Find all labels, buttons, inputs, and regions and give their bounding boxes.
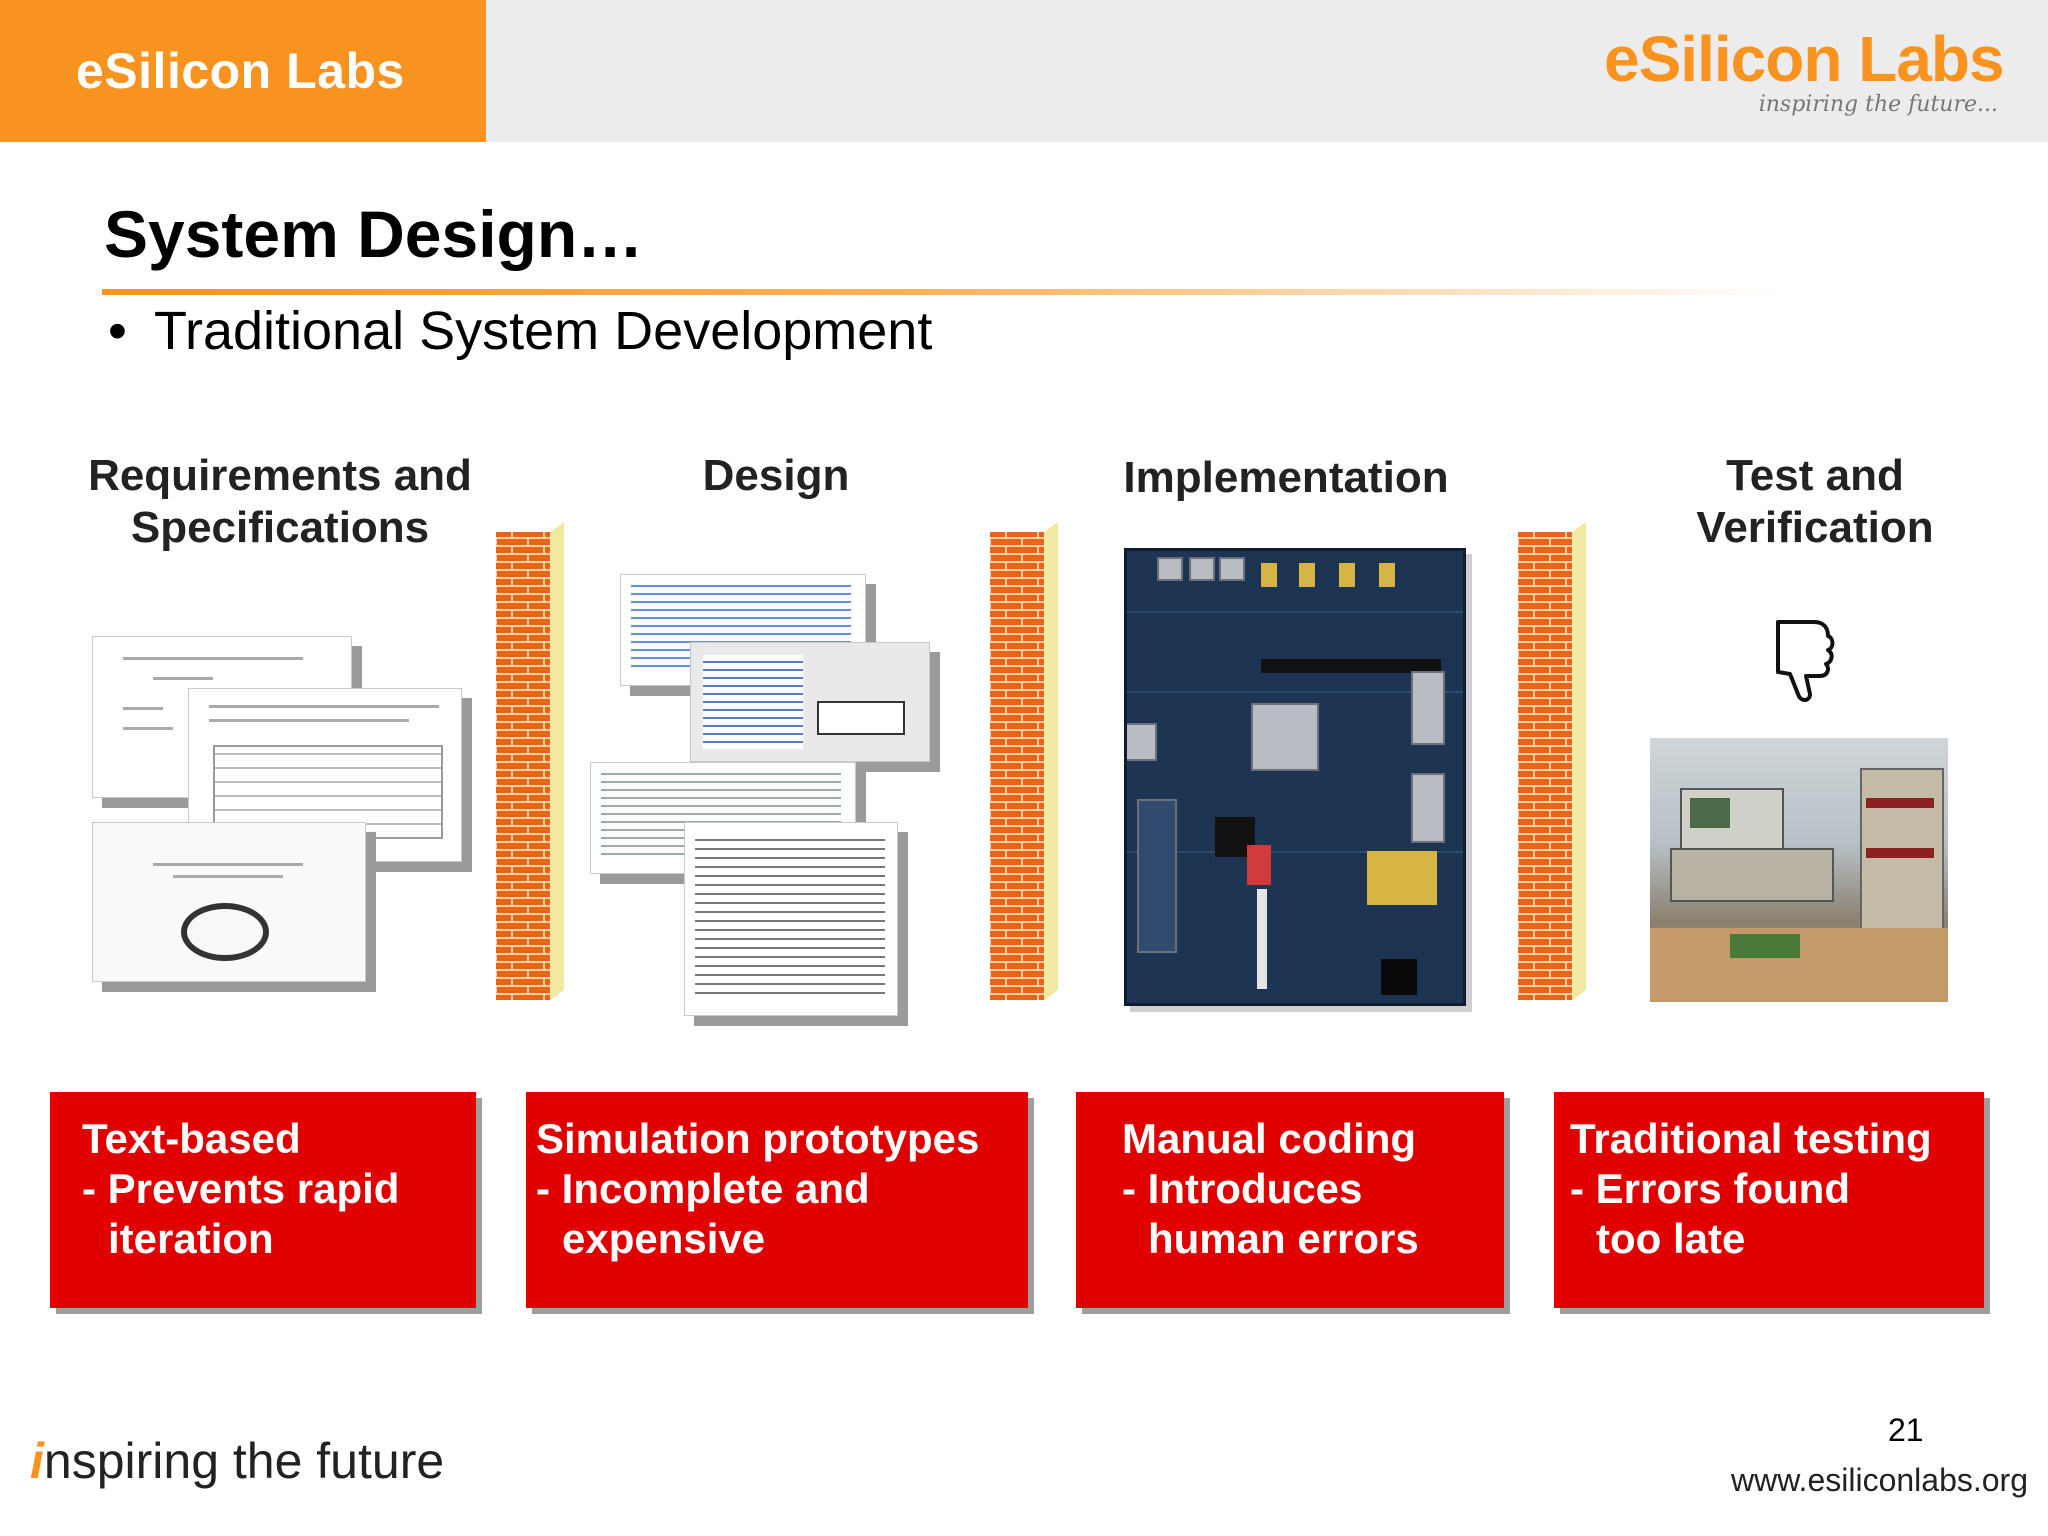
issue-box-text-based: Text-based - Prevents rapid iteration [50,1092,476,1308]
column-heading-test: Test and Verification [1650,450,1980,554]
logo-tagline: inspiring the future... [1758,92,1998,117]
heading-line: Specifications [130,503,430,552]
box-line: too late [1596,1215,1746,1262]
brand-tab: eSilicon Labs [0,0,486,142]
box-title: Simulation prototypes [536,1115,980,1162]
slide-title: System Design… [104,197,644,271]
brick-wall-icon [990,522,1058,1000]
box-line: - Prevents rapid [82,1165,400,1212]
box-title: Text-based [82,1115,301,1162]
bullet-text: Traditional System Development [154,301,933,361]
brick-wall-icon [496,522,564,1000]
box-line: human errors [1148,1215,1419,1262]
heading-line: Implementation [1123,453,1449,502]
box-line: - Introduces [1122,1165,1363,1212]
issue-box-simulation: Simulation prototypes - Incomplete and e… [526,1092,1028,1308]
footer-logo-i: i [30,1433,44,1489]
column-heading-requirements: Requirements and Specifications [60,450,500,554]
box-line: expensive [562,1215,766,1262]
brick-wall-icon [1518,522,1586,1000]
box-line: iteration [108,1215,274,1262]
footer-logo: inspiring the future [30,1432,444,1490]
title-underline [102,289,1782,295]
box-title: Traditional testing [1570,1115,1932,1162]
heading-line: Requirements and [88,451,472,500]
column-heading-design: Design [600,450,952,502]
page-number: 21 [1888,1412,1924,1448]
logo-wordmark: eSilicon Labs [1604,23,2005,95]
issue-box-traditional-testing: Traditional testing - Errors found too l… [1554,1092,1984,1308]
thumbs-down-icon [1768,614,1840,723]
lab-photo-image [1650,738,1948,1002]
company-logo: eSilicon Labs inspiring the future... [1604,22,2005,132]
pcb-board-image [1124,548,1466,1006]
issue-box-manual-coding: Manual coding - Introduces human errors [1076,1092,1504,1308]
footer-logo-text: nspiring the future [43,1433,445,1489]
heading-line: Test and [1726,451,1904,500]
box-line: - Errors found [1570,1165,1850,1212]
column-heading-implementation: Implementation [1080,452,1492,504]
heading-line: Verification [1696,503,1934,552]
box-line: - Incomplete and [536,1165,870,1212]
bullet-item: • Traditional System Development [108,300,932,362]
website-url: www.esiliconlabs.org [1730,1462,2028,1498]
heading-line: Design [702,451,850,500]
brand-tab-label: eSilicon Labs [76,43,405,99]
bullet-dot: • [108,301,127,361]
box-title: Manual coding [1122,1115,1416,1162]
